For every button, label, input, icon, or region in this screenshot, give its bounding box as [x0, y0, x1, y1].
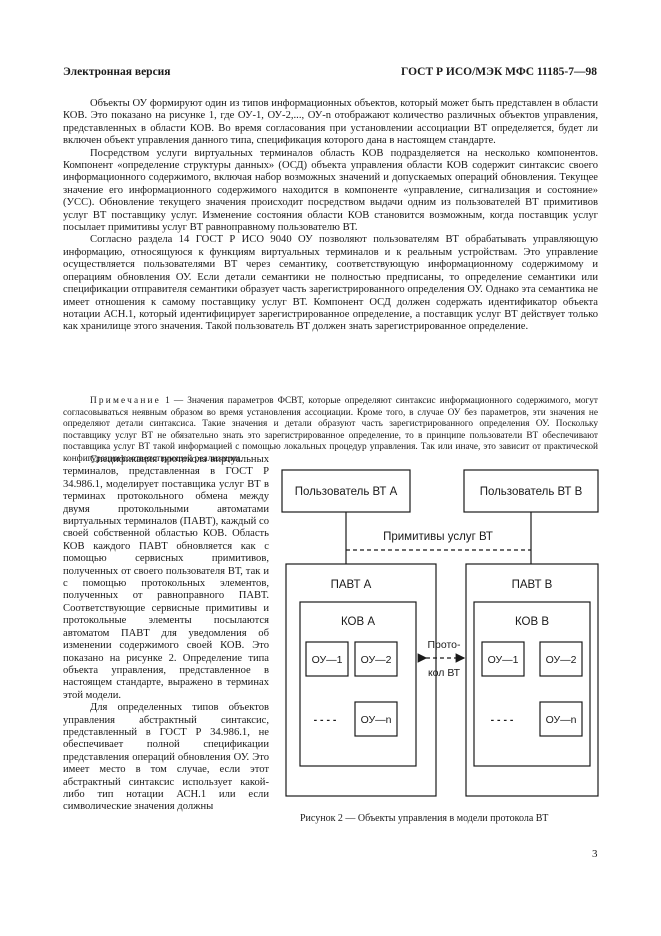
header-left: Электронная версия	[63, 66, 171, 78]
ou1-a-label: ОУ—1	[312, 654, 343, 666]
dots-b-label: - - - -	[491, 714, 514, 726]
oun-a-label: ОУ—n	[361, 714, 392, 726]
protocol-label-2: кол ВТ	[428, 667, 461, 679]
note-label: Примечание	[90, 396, 161, 406]
kov-a-box	[299, 601, 417, 767]
ou2-b-box	[539, 641, 583, 677]
oun-b-box	[539, 701, 583, 737]
ou2-b-label: ОУ—2	[546, 654, 577, 666]
pavt-a-box	[285, 563, 437, 797]
protocol-label-1: Прото-	[427, 639, 461, 651]
paragraph: Объекты ОУ формируют один из типов инфор…	[63, 98, 598, 147]
kov-b-label: КОВ В	[515, 616, 549, 628]
paragraph: Для определенных типов объектов управлен…	[63, 702, 269, 813]
pavt-b-label: ПАВТ В	[512, 579, 553, 591]
ou1-a-box	[305, 641, 349, 677]
figure-caption: Рисунок 2 — Объекты управления в модели …	[300, 813, 549, 824]
left-column-text: Спецификация протокола виртуальных терми…	[63, 454, 269, 814]
kov-a-label: КОВ А	[341, 616, 375, 628]
pavt-a-label: ПАВТ А	[331, 579, 372, 591]
figure-2-diagram: Пользователь ВТ А Пользователь ВТ В Прим…	[281, 469, 599, 797]
note: Примечание 1 — Значения параметров ФСВТ,…	[63, 396, 598, 466]
paragraph: Согласно раздела 14 ГОСТ Р ИСО 9040 ОУ п…	[63, 234, 598, 333]
primitives-label: Примитивы услуг ВТ	[383, 531, 493, 543]
page-number: 3	[592, 848, 598, 860]
paragraph: Посредством услуги виртуальных терминало…	[63, 147, 598, 234]
dots-a-label: - - - -	[314, 714, 337, 726]
oun-b-label: ОУ—n	[546, 714, 577, 726]
note-text: 1 — Значения параметров ФСВТ, которые оп…	[63, 396, 598, 464]
pavt-b-box	[465, 563, 599, 797]
ou2-a-label: ОУ—2	[361, 654, 392, 666]
paragraph: Спецификация протокола виртуальных терми…	[63, 454, 269, 701]
user-b-label: Пользователь ВТ В	[480, 486, 583, 498]
body-text: Объекты ОУ формируют один из типов инфор…	[63, 98, 598, 334]
kov-b-box	[473, 601, 591, 767]
ou1-b-box	[481, 641, 525, 677]
oun-a-box	[354, 701, 398, 737]
ou2-a-box	[354, 641, 398, 677]
ou1-b-label: ОУ—1	[488, 654, 519, 666]
user-a-label: Пользователь ВТ А	[295, 486, 398, 498]
header-right: ГОСТ Р ИСО/МЭК МФС 11185-7—98	[401, 66, 597, 78]
